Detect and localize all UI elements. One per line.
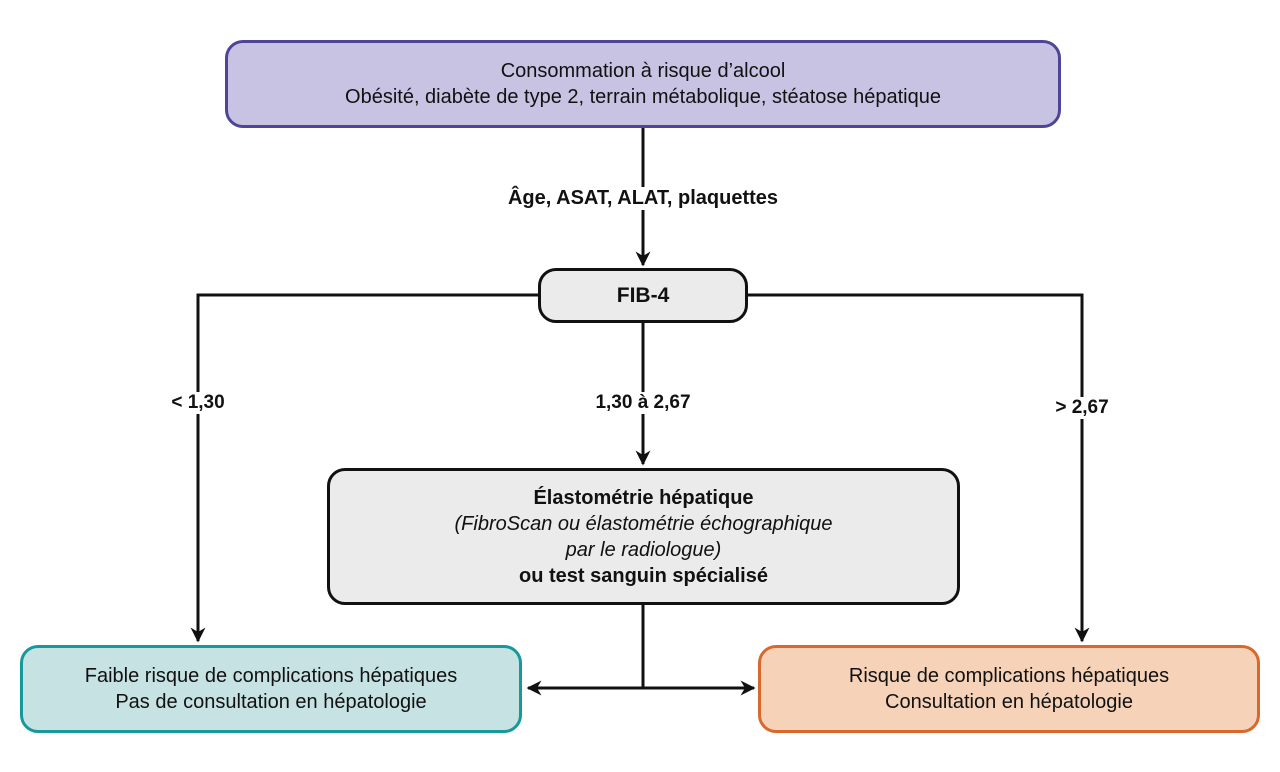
outcome-high-line1: Risque de complications hépatiques [848, 665, 1170, 687]
fib4-inputs-label: Âge, ASAT, ALAT, plaquettes [503, 187, 783, 210]
outcome-high-line2: Consultation en hépatologie [885, 691, 1133, 713]
connector-fib4-to-high [748, 293, 1090, 643]
fib4-box: FIB-4 [538, 268, 748, 323]
branch-mid-label: 1,30 à 2,67 [591, 392, 695, 414]
fib4-label: FIB-4 [616, 283, 670, 307]
risk-factors-line1: Consommation à risque d’alcool [500, 60, 786, 82]
elastometry-title: Élastométrie hépatique [533, 486, 754, 509]
connector-fib4-to-low [190, 293, 538, 643]
elastometry-detail-line2: par le radiologue) [565, 538, 722, 561]
outcome-low-risk-box: Faible risque de complications hépatique… [20, 645, 522, 733]
elastometry-box: Élastométrie hépatique (FibroScan ou éla… [327, 468, 960, 605]
elastometry-detail-line1: (FibroScan ou élastométrie échographique [454, 512, 833, 535]
outcome-low-line2: Pas de consultation en hépatologie [115, 691, 427, 713]
outcome-low-line1: Faible risque de complications hépatique… [84, 665, 458, 687]
outcome-high-risk-box: Risque de complications hépatiques Consu… [758, 645, 1260, 733]
risk-factors-line2: Obésité, diabète de type 2, terrain méta… [345, 86, 941, 108]
branch-low-label: < 1,30 [167, 392, 229, 414]
risk-factors-box: Consommation à risque d’alcool Obésité, … [225, 40, 1061, 128]
elastometry-alternative: ou test sanguin spécialisé [519, 564, 768, 587]
branch-high-label: > 2,67 [1051, 397, 1113, 419]
